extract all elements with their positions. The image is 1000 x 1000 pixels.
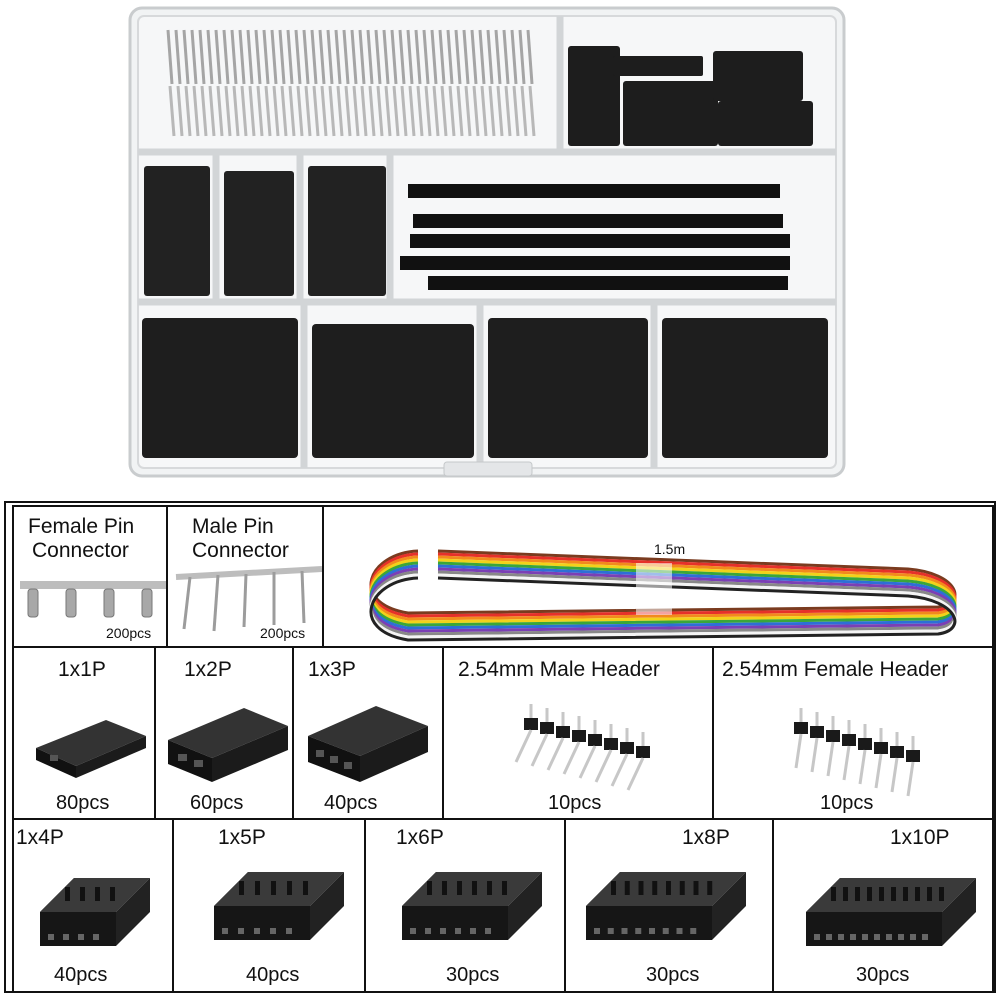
male-pin-count: 200pcs bbox=[260, 625, 306, 641]
label-female-header: 2.54mm Female Header bbox=[722, 658, 949, 681]
label-1x8p: 1x8P bbox=[682, 826, 730, 849]
housing-1x3p-icon bbox=[308, 706, 428, 782]
label-1x6p: 1x6P bbox=[396, 826, 444, 849]
count-female-header: 10pcs bbox=[820, 792, 874, 814]
female-pin-title-1: Female Pin bbox=[28, 515, 135, 538]
organizer-box-photo bbox=[128, 6, 846, 478]
housing-1x6p-icon bbox=[402, 872, 542, 940]
label-1x5p: 1x5P bbox=[218, 826, 266, 849]
pin-headers-pile bbox=[400, 184, 790, 290]
label-1x10p: 1x10P bbox=[890, 826, 950, 849]
male-header-icon bbox=[514, 704, 650, 791]
cell-1x8p: 1x8P 30pcs bbox=[564, 818, 774, 993]
cell-1x4p: 1x4P 40pcs bbox=[12, 818, 174, 993]
metal-pins-pile bbox=[166, 29, 536, 137]
count-1x6p: 30pcs bbox=[446, 964, 500, 986]
count-1x2p: 60pcs bbox=[190, 792, 244, 814]
count-1x1p: 80pcs bbox=[56, 792, 110, 814]
count-1x5p: 40pcs bbox=[246, 964, 300, 986]
housing-1x2p-icon bbox=[168, 708, 288, 782]
housing-1x10p-icon bbox=[806, 878, 976, 946]
male-pin-strip-icon bbox=[175, 566, 323, 632]
count-male-header: 10pcs bbox=[548, 792, 602, 814]
female-pin-title-2: Connector bbox=[32, 539, 129, 562]
component-legend: Female Pin Connector 200pcs Male Pin Con… bbox=[4, 501, 996, 993]
cell-1x2p: 1x2P 60pcs bbox=[154, 646, 294, 820]
housing-1x4p-icon bbox=[40, 878, 150, 946]
housing-1x8p-icon bbox=[586, 872, 746, 940]
male-pin-cell: Male Pin Connector 200pcs bbox=[166, 505, 324, 648]
label-1x2p: 1x2P bbox=[184, 658, 232, 681]
female-header-icon bbox=[794, 708, 920, 797]
count-1x10p: 30pcs bbox=[856, 964, 910, 986]
label-1x1p: 1x1P bbox=[58, 658, 106, 681]
housing-1x1p-icon bbox=[36, 720, 146, 778]
ribbon-cable-image bbox=[369, 549, 957, 642]
cell-1x1p: 1x1P 80pcs bbox=[12, 646, 156, 820]
cell-1x10p: 1x10P 30pcs bbox=[772, 818, 994, 993]
cell-1x3p: 1x3P 40pcs bbox=[292, 646, 444, 820]
count-1x8p: 30pcs bbox=[646, 964, 700, 986]
label-1x4p: 1x4P bbox=[16, 826, 64, 849]
cell-1x5p: 1x5P 40pcs bbox=[172, 818, 366, 993]
male-pin-title-2: Connector bbox=[192, 539, 289, 562]
housing-1x5p-icon bbox=[214, 872, 344, 940]
count-1x3p: 40pcs bbox=[324, 792, 378, 814]
label-1x3p: 1x3P bbox=[308, 658, 356, 681]
count-1x4p: 40pcs bbox=[54, 964, 108, 986]
cell-male-header: 2.54mm Male Header 10pcs bbox=[442, 646, 714, 820]
label-male-header: 2.54mm Male Header bbox=[458, 658, 660, 681]
male-pin-title-1: Male Pin bbox=[192, 515, 274, 538]
ribbon-length: 1.5m bbox=[654, 541, 686, 557]
cell-1x6p: 1x6P 30pcs bbox=[364, 818, 566, 993]
female-pin-count: 200pcs bbox=[106, 625, 152, 641]
ribbon-cable-cell: 1.5m bbox=[322, 505, 994, 648]
female-pin-cell: Female Pin Connector 200pcs bbox=[12, 505, 168, 648]
female-pin-strip-icon bbox=[20, 581, 166, 618]
cell-female-header: 2.54mm Female Header 10pcs bbox=[712, 646, 994, 820]
